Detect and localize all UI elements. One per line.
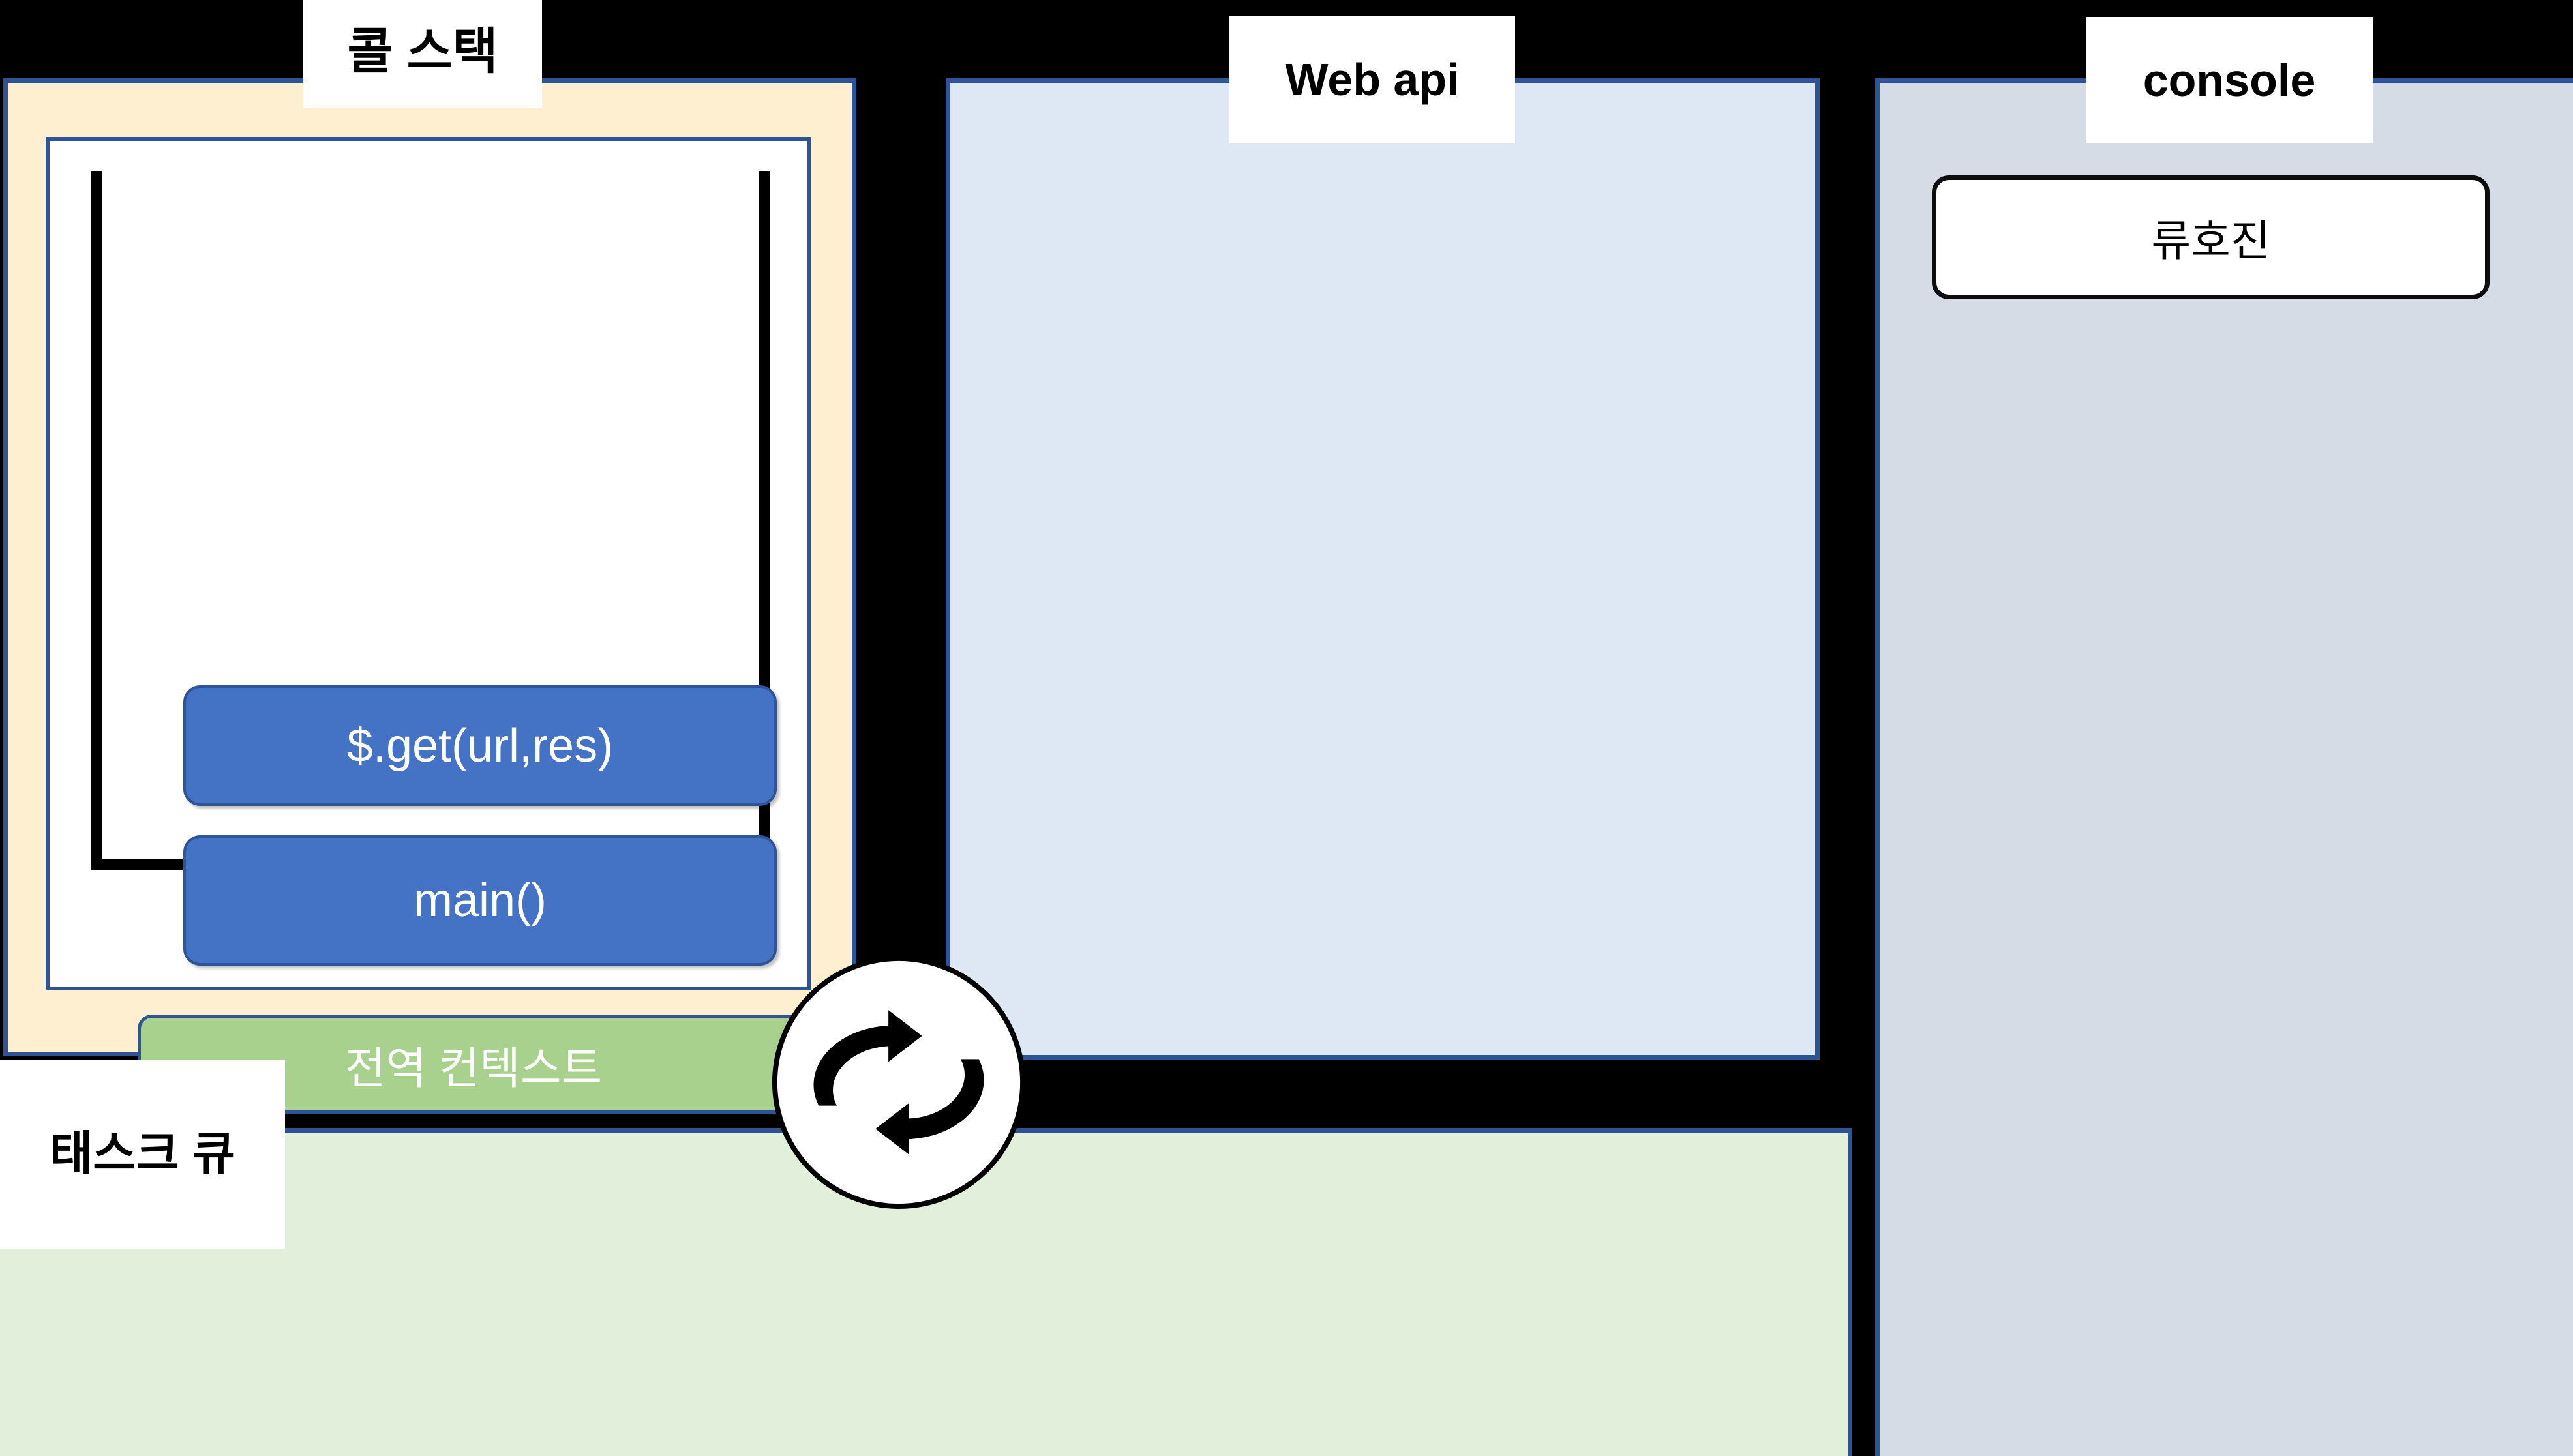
console-log-entry[interactable]: 류호진 [1932,175,2490,299]
web-api-title: Web api [1229,16,1515,143]
console-title: console [2086,17,2373,143]
console-panel: 류호진 [1875,78,2573,1456]
event-loop-cycle-arrows-icon [770,953,1028,1211]
stack-frame-main[interactable]: main() [183,835,777,966]
call-stack-inner-area: $.get(url,res) main() 전역 컨텍스트 [46,137,811,1114]
stack-frame-get[interactable]: $.get(url,res) [183,685,777,806]
stack-wall-left [91,171,102,870]
call-stack-panel: $.get(url,res) main() 전역 컨텍스트 [3,78,856,1114]
web-api-panel [946,78,1820,1060]
call-stack-title: 콜 스택 [303,0,542,108]
task-queue-title: 태스크 큐 [0,1060,285,1249]
